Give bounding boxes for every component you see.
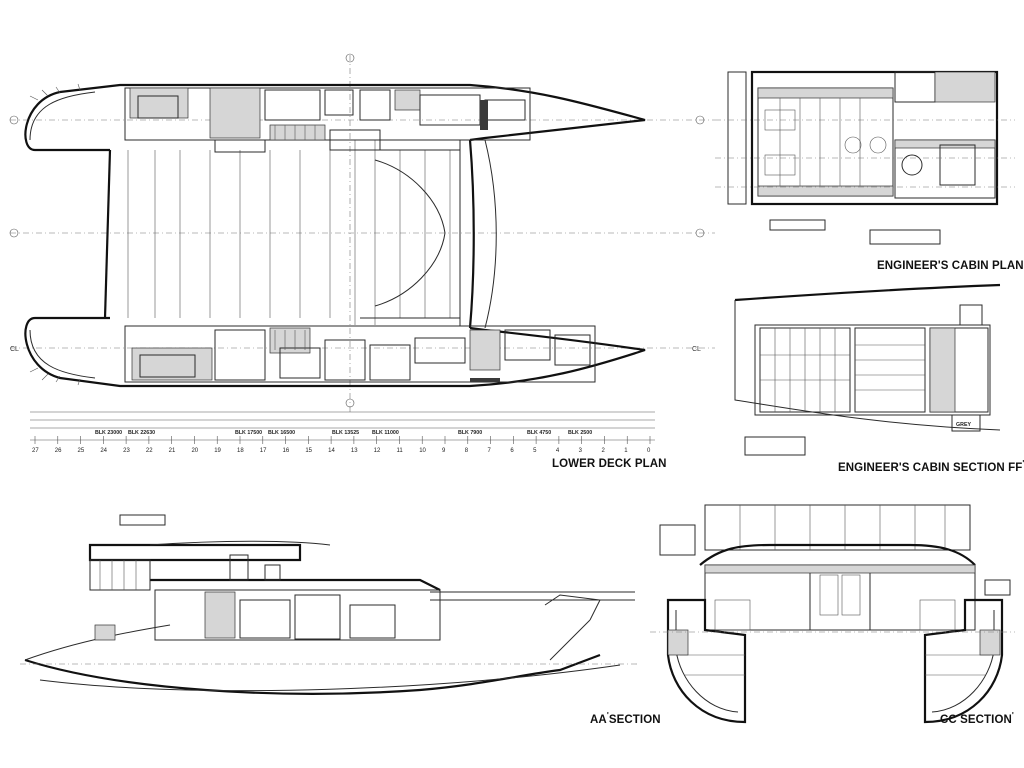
aa-section-title: AA'SECTION xyxy=(590,711,661,726)
frame-number: 25 xyxy=(78,448,85,454)
lower-deck-plan: CL CL xyxy=(9,53,715,454)
block-label: BLK 11000 xyxy=(372,430,399,436)
block-label: BLK 22630 xyxy=(128,430,155,436)
aa-section-title-text: AA xyxy=(590,713,607,726)
block-label-row: BLK 23000 BLK 22630 BLK 17500 BLK 16500 BLK … xyxy=(95,430,592,436)
block-label: BLK 7900 xyxy=(458,430,482,436)
cc-section-title: CC SECTION' xyxy=(940,711,1014,726)
frame-number: 5 xyxy=(533,448,537,454)
frame-number: 24 xyxy=(100,448,107,454)
engineer-cabin-section-title-text: ENGINEER'S CABIN SECTION FF xyxy=(838,461,1023,474)
frame-number: 7 xyxy=(488,448,492,454)
cc-section xyxy=(650,504,1015,724)
block-label: BLK 16500 xyxy=(268,430,295,436)
frame-number: 20 xyxy=(191,448,198,454)
port-hull-outline xyxy=(24,83,646,152)
block-label: BLK 2500 xyxy=(568,430,592,436)
frame-number: 6 xyxy=(510,448,514,454)
frame-number: 16 xyxy=(283,448,290,454)
starboard-hull-outline xyxy=(24,316,646,388)
frame-number: 0 xyxy=(647,448,651,454)
block-label: BLK 4750 xyxy=(527,430,551,436)
frame-number: 17 xyxy=(260,448,267,454)
frame-number: 15 xyxy=(305,448,312,454)
frame-number: 12 xyxy=(374,448,381,454)
frame-number: 27 xyxy=(32,448,39,454)
frame-number: 8 xyxy=(465,448,469,454)
cc-section-title-text: CC SECTION xyxy=(940,713,1012,726)
frame-number: 19 xyxy=(214,448,221,454)
frame-number: 14 xyxy=(328,448,335,454)
engineer-cabin-plan xyxy=(715,70,1015,245)
frame-number: 11 xyxy=(396,448,403,454)
frame-number: 13 xyxy=(351,448,358,454)
frame-number: 21 xyxy=(169,448,176,454)
frame-number: 1 xyxy=(624,448,628,454)
frame-number: 23 xyxy=(123,448,130,454)
port-hull-rooms xyxy=(124,87,531,153)
aa-section-title-prime: ' xyxy=(606,711,609,720)
frame-number: 10 xyxy=(419,448,426,454)
aa-section-title-suffix: SECTION xyxy=(608,713,661,726)
frame-number: 2 xyxy=(601,448,605,454)
frame-number: 3 xyxy=(579,448,583,454)
engineer-cabin-section: GREY xyxy=(734,283,1001,456)
cc-section-title-prime: ' xyxy=(1011,711,1014,720)
frame-number: 26 xyxy=(55,448,62,454)
frame-number: 9 xyxy=(442,448,446,454)
centerline-label-right: CL xyxy=(692,346,701,353)
starboard-hull-rooms xyxy=(124,325,596,383)
block-label: BLK 17500 xyxy=(235,430,262,436)
engineer-cabin-section-title-prime: ' xyxy=(1022,459,1024,468)
block-label: BLK 13525 xyxy=(332,430,359,436)
frame-number: 22 xyxy=(146,448,153,454)
frame-number: 4 xyxy=(556,448,560,454)
engineer-cabin-section-title: ENGINEER'S CABIN SECTION FF' xyxy=(838,459,1024,474)
frame-number: 18 xyxy=(237,448,244,454)
lower-deck-plan-title: LOWER DECK PLAN xyxy=(552,458,667,470)
grey-stamp: GREY xyxy=(956,422,971,428)
block-label: BLK 23000 xyxy=(95,430,122,436)
aa-section xyxy=(20,514,640,695)
engineer-cabin-plan-title: ENGINEER'S CABIN PLAN xyxy=(877,260,1024,272)
centerline-label-left: CL xyxy=(10,346,19,353)
